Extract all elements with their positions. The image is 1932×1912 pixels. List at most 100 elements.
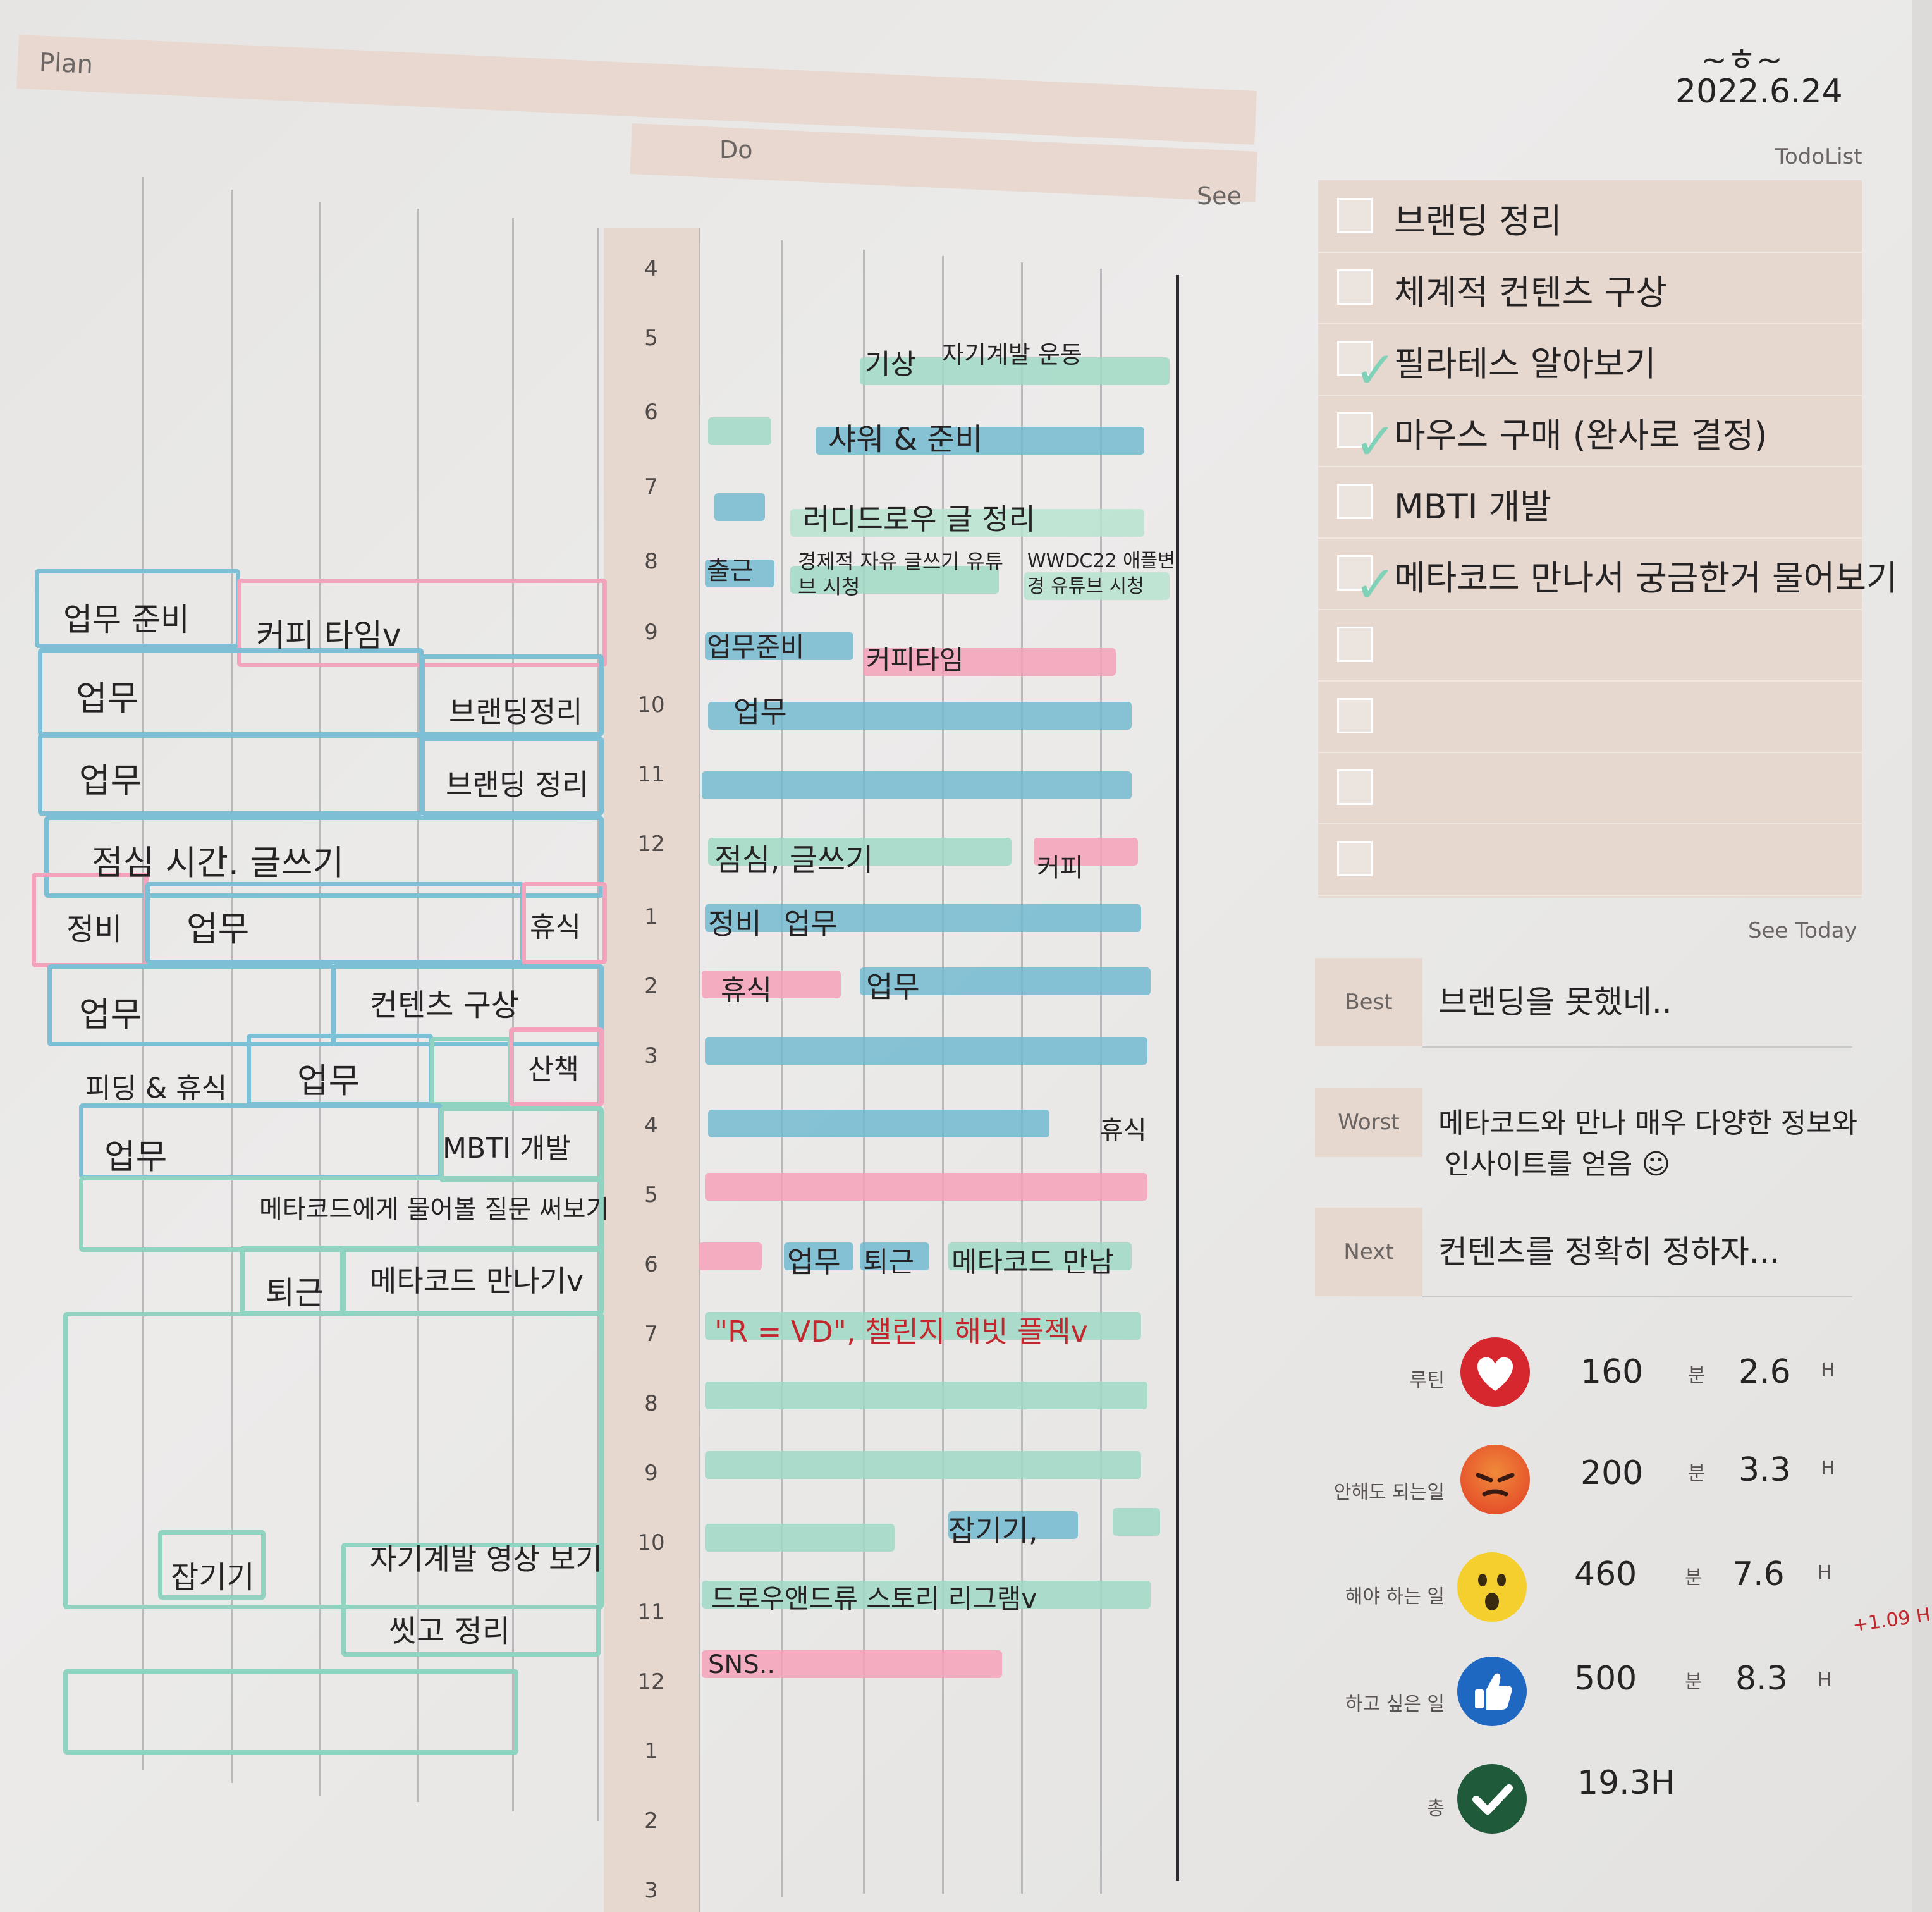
minute-unit: 분 (1688, 1462, 1706, 1485)
todo-item[interactable]: MBTI 개발 (1318, 466, 1862, 539)
do-highlight (784, 1242, 853, 1270)
todo-item[interactable]: ✓ 메타코드 만나서 궁금한거 물어보기 (1318, 537, 1898, 610)
plan-entry: 브랜딩정리 (449, 695, 583, 729)
grid-line (512, 218, 514, 1811)
grid-line (417, 209, 419, 1802)
stat-hours: 3.3 (1739, 1451, 1791, 1489)
grid-line (781, 240, 783, 1897)
plan-entry: 업무 (79, 995, 142, 1034)
do-entry: 메타코드 만남 (951, 1246, 1114, 1278)
hour-label: 8 (644, 1391, 658, 1416)
do-entry: 퇴근 (863, 1246, 914, 1278)
hour-label: 1 (644, 1739, 658, 1764)
do-entry: WWDC22 애플변경 유튜브 시청 (1027, 550, 1175, 598)
do-highlight (790, 566, 999, 594)
grid-line (597, 228, 599, 1821)
do-highlight (705, 904, 1141, 932)
check-mark-icon: ✓ (1354, 412, 1397, 471)
todo-item[interactable]: ✓ 마우스 구매 (완사로 결정) (1318, 395, 1862, 467)
todo-checkbox[interactable] (1337, 484, 1373, 519)
todo-item[interactable]: ✓ 필라테스 알아보기 (1318, 323, 1862, 396)
do-highlight (1113, 1508, 1160, 1536)
stat-label-unnecessary: 안해도 되는일 (1333, 1481, 1445, 1504)
hour-label: 12 (637, 831, 665, 857)
plan-entry: 피딩 & 휴식 (85, 1072, 228, 1105)
plan-entry: 휴식 (530, 911, 581, 943)
hour-label: 9 (644, 620, 658, 645)
todo-text: 체계적 컨텐츠 구상 (1394, 273, 1667, 312)
date-text: 2022.6.24 (1675, 73, 1843, 111)
do-entry: 잡기기, (948, 1514, 1038, 1548)
plan-entry: 업무 (297, 1061, 360, 1101)
plan-entry: 브랜딩 정리 (446, 768, 589, 802)
plan-block (420, 654, 604, 737)
todo-checkbox[interactable] (1337, 769, 1373, 805)
divider (1422, 1046, 1852, 1048)
plan-block (63, 1669, 518, 1755)
do-highlight (705, 1524, 895, 1552)
plan-entry: 씻고 정리 (389, 1614, 510, 1649)
do-highlight (705, 1451, 1141, 1479)
grid-line (319, 202, 321, 1796)
todo-item[interactable] (1318, 680, 1862, 753)
see-divider-line (1176, 275, 1179, 1881)
hour-column: 4 5 6 7 8 9 10 11 12 1 2 3 4 5 6 7 8 9 1… (604, 228, 699, 1912)
hour-label: 1 (644, 904, 658, 929)
surprised-face-icon (1457, 1552, 1527, 1622)
check-mark-icon: ✓ (1354, 555, 1397, 614)
do-entry: 커피타임 (866, 644, 964, 675)
do-highlight (1024, 572, 1170, 600)
do-highlight (708, 417, 771, 445)
plan-entry: 퇴근 (266, 1275, 324, 1311)
todolist-label: TodoList (1775, 144, 1862, 169)
plan-block (44, 816, 604, 898)
stat-total: 19.3H (1577, 1764, 1675, 1802)
todo-item[interactable]: 브랜딩 정리 (1318, 180, 1862, 253)
todo-item[interactable]: 체계적 컨텐츠 구상 (1318, 252, 1862, 324)
do-entry: SNS.. (708, 1650, 776, 1679)
todo-checkbox[interactable] (1337, 627, 1373, 662)
plan-entry: 정비 (66, 912, 123, 947)
stat-hours: 8.3 (1735, 1660, 1788, 1698)
do-highlight (705, 632, 853, 660)
plan-entry: 업무 (79, 761, 142, 800)
todo-checkbox[interactable] (1337, 269, 1373, 305)
do-highlight (702, 1650, 1002, 1678)
todo-checkbox[interactable] (1337, 198, 1373, 233)
plan-block (341, 1543, 601, 1657)
do-entry: 러디드로우 글 정리 (803, 502, 1036, 536)
annotation-red: +1.09 H (1851, 1603, 1932, 1637)
heart-icon (1460, 1337, 1530, 1407)
plan-block (63, 1312, 604, 1609)
todo-list: 브랜딩 정리 체계적 컨텐츠 구상 ✓ 필라테스 알아보기 ✓ 마우스 구매 (… (1318, 180, 1898, 898)
minute-unit: 분 (1685, 1671, 1703, 1693)
next-text: 컨텐츠를 정확히 정하자... (1438, 1234, 1780, 1270)
todo-checkbox[interactable] (1337, 841, 1373, 876)
todo-checkbox[interactable]: ✓ (1337, 555, 1397, 610)
stat-label-total: 총 (1427, 1798, 1445, 1820)
minute-unit: 분 (1685, 1567, 1703, 1589)
todo-item[interactable] (1318, 752, 1862, 824)
do-highlight (708, 838, 1012, 866)
todo-checkbox[interactable]: ✓ (1337, 341, 1397, 396)
stat-hours: 2.6 (1739, 1353, 1791, 1391)
todo-item[interactable] (1318, 823, 1862, 896)
todo-checkbox[interactable] (1337, 698, 1373, 733)
todo-item[interactable] (1318, 609, 1862, 682)
do-highlight (863, 648, 1116, 676)
todo-text: 필라테스 알아보기 (1394, 344, 1656, 384)
plan-block (522, 882, 607, 964)
next-tag: Next (1315, 1208, 1422, 1296)
plan-block (420, 737, 604, 816)
plan-entry: MBTI 개발 (443, 1132, 571, 1165)
hour-label: 2 (644, 1808, 658, 1834)
thumbs-up-icon (1457, 1657, 1527, 1726)
divider (1422, 1296, 1852, 1297)
plan-entry: 업무 (186, 909, 250, 949)
do-highlight (790, 509, 1144, 537)
do-label: Do (719, 136, 753, 164)
todo-text: MBTI 개발 (1394, 487, 1552, 527)
todo-checkbox[interactable]: ✓ (1337, 412, 1397, 467)
stat-label-must-do: 해야 하는 일 (1345, 1586, 1445, 1608)
